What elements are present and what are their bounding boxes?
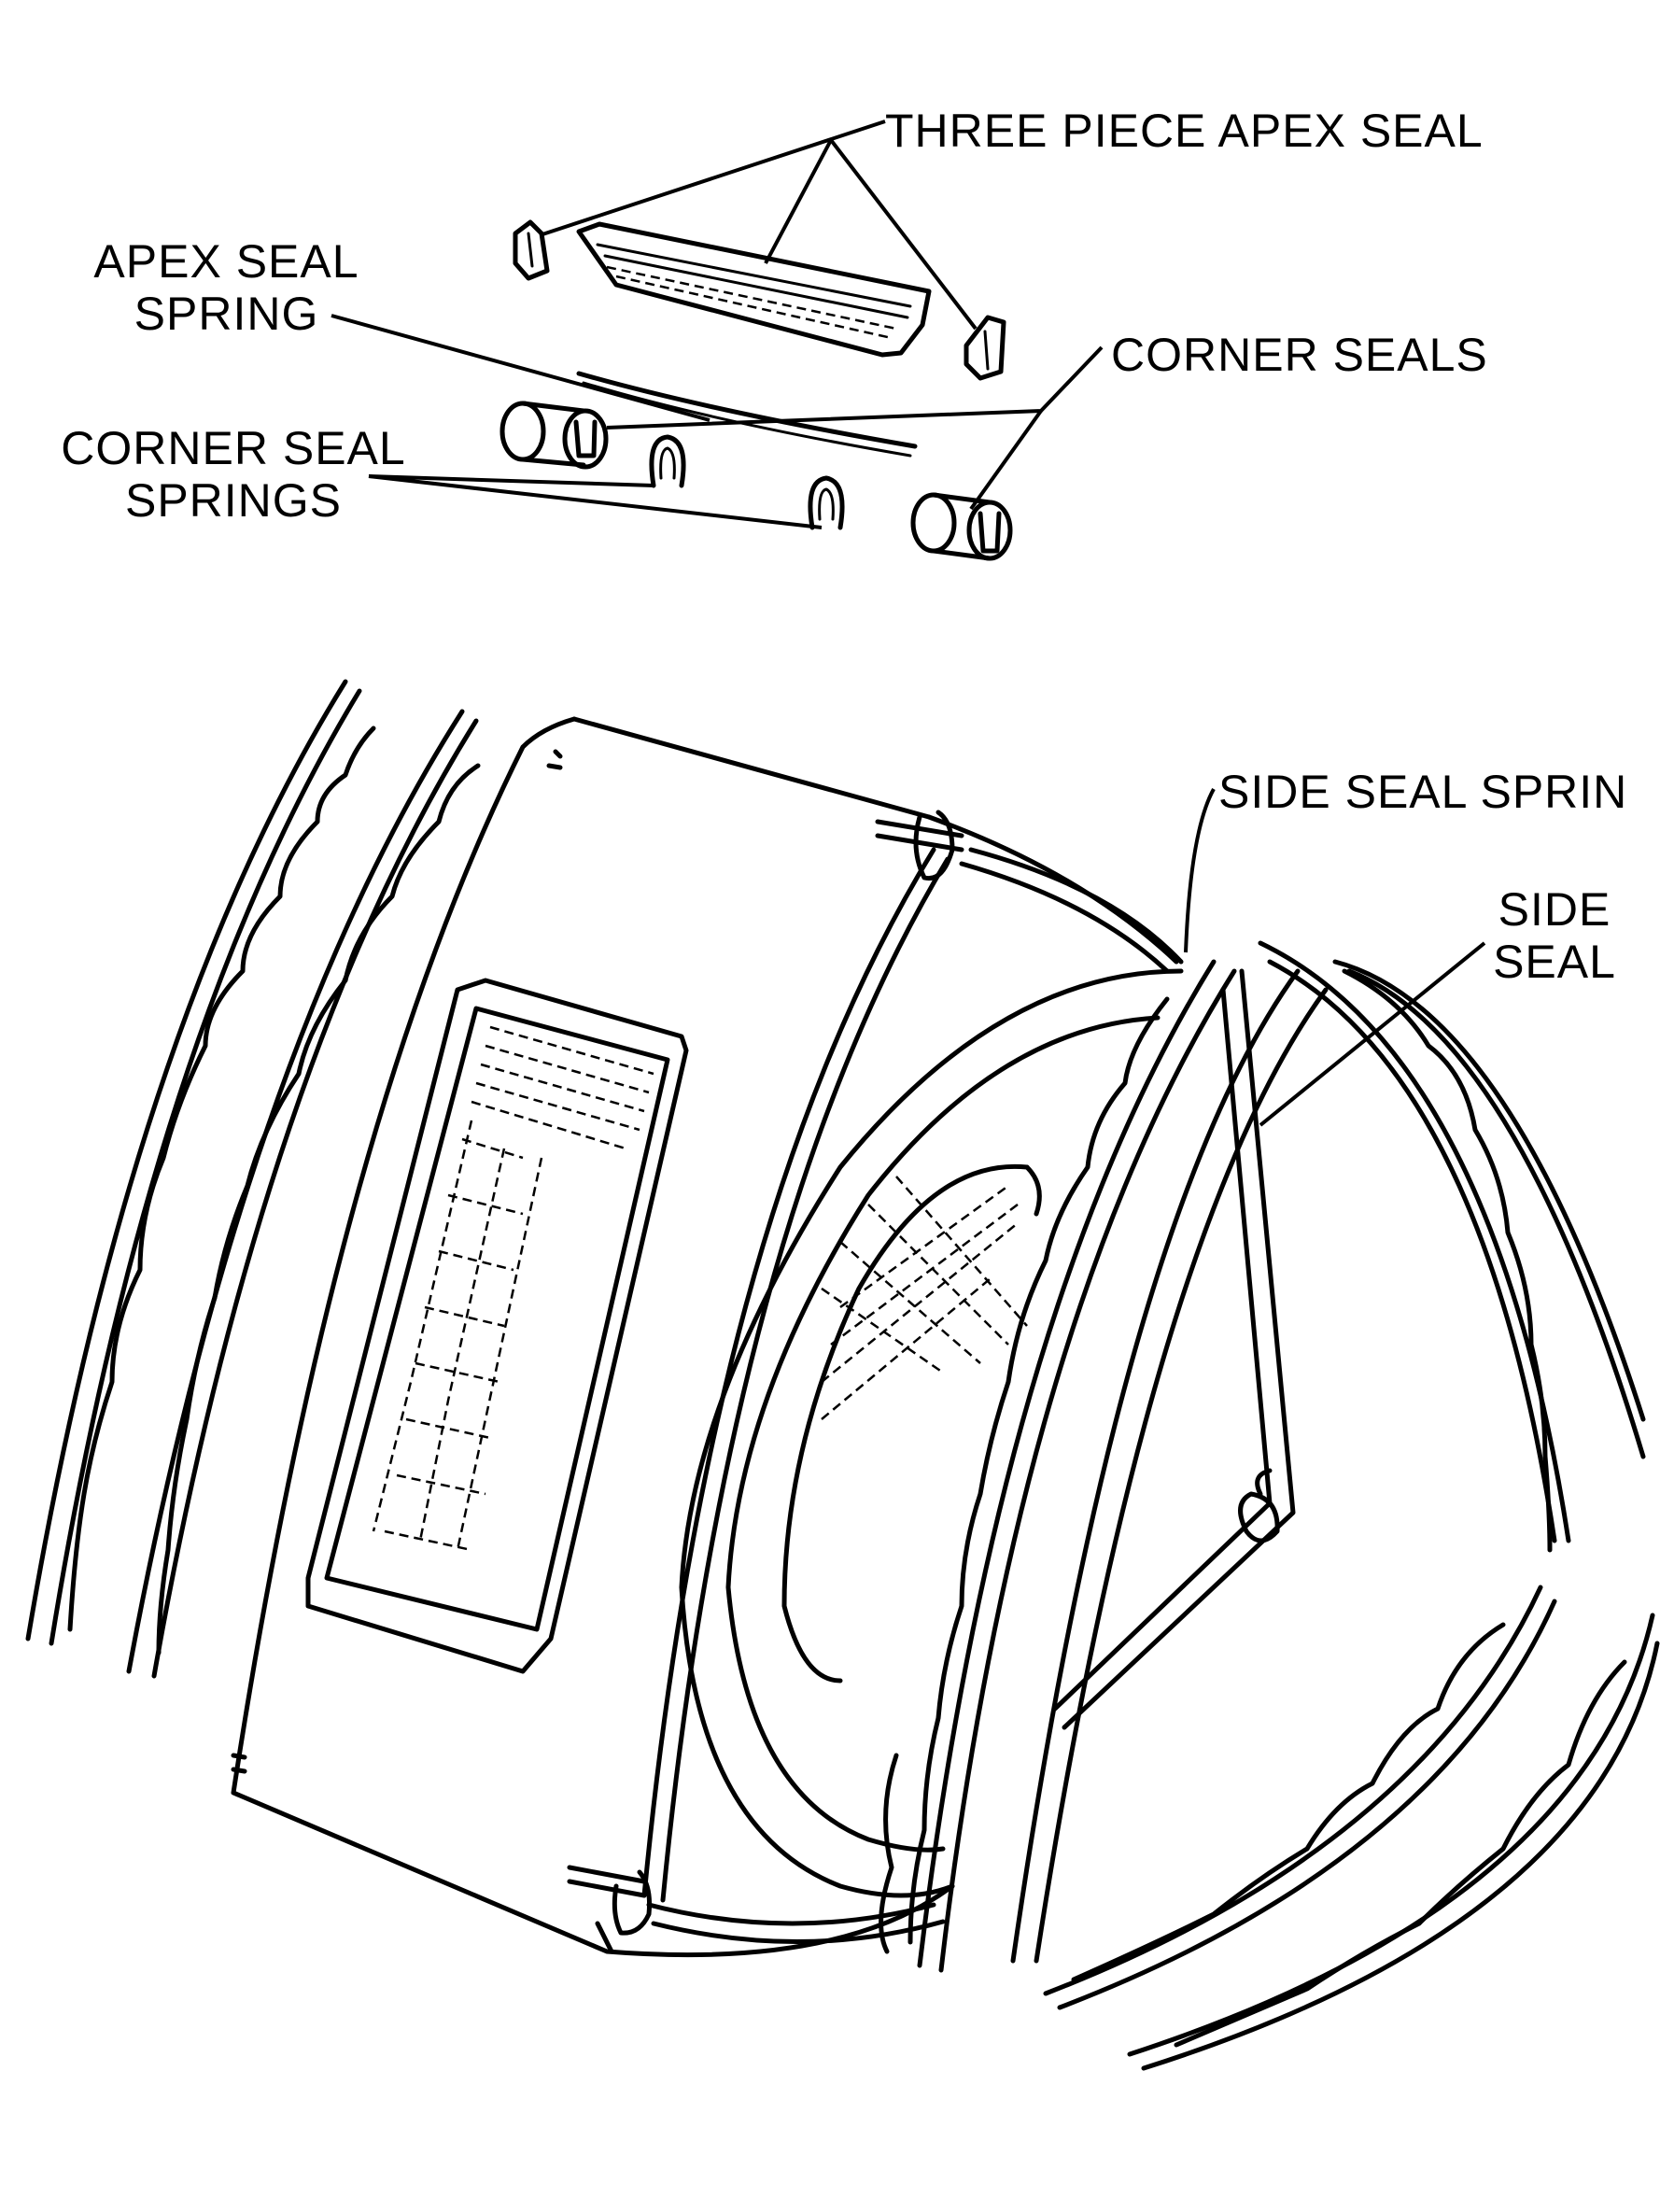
- right-side-seal-face: [1010, 968, 1329, 1964]
- left-side-seal-inner: [126, 709, 481, 1679]
- rotor-body: [231, 716, 1179, 1958]
- label-apex-seal-spring-line2: SPRING: [134, 288, 319, 340]
- left-side-seal-outer: [25, 679, 376, 1646]
- right-side-seal-near: [879, 959, 1237, 1973]
- label-corner-seal-springs: CORNER SEAL SPRINGS: [37, 422, 429, 527]
- bottom-side-seal-arcs: [1043, 1585, 1660, 2071]
- label-side-seal-line2: SEAL: [1493, 936, 1616, 988]
- right-side-seal-far: [1258, 940, 1646, 1553]
- label-apex-seal-spring: APEX SEAL SPRING: [65, 235, 387, 340]
- corner-seal-right: [910, 492, 1013, 561]
- corner-seal-spring-1: [649, 434, 686, 488]
- apex-seal-end-piece-left: [513, 219, 550, 281]
- apex-seal-spring-part: [576, 371, 918, 458]
- rotor-side-face: [641, 847, 1184, 1944]
- label-side-seal-line1: SIDE: [1498, 883, 1611, 936]
- corner-seal-left: [499, 401, 609, 470]
- label-corner-seal-springs-line1: CORNER SEAL: [61, 422, 406, 474]
- label-three-piece-apex-seal: THREE PIECE APEX SEAL: [885, 105, 1484, 157]
- label-corner-seal-springs-line2: SPRINGS: [124, 474, 343, 527]
- apex-seal-center-piece: [576, 221, 932, 358]
- leader-lines-bottom: [1184, 788, 1486, 1127]
- corner-seal-spring-2: [808, 475, 845, 530]
- label-side-seal: SIDE SEAL: [1484, 883, 1625, 988]
- rotor-bore: [781, 1163, 1042, 1684]
- combustion-recess: [305, 978, 689, 1674]
- label-apex-seal-spring-line1: APEX SEAL: [93, 235, 359, 288]
- label-corner-seals: CORNER SEALS: [1111, 329, 1488, 381]
- label-side-seal-spring: SIDE SEAL SPRIN: [1218, 766, 1628, 818]
- leader-lines-top: [331, 120, 1104, 529]
- apex-seal-end-piece-right: [964, 315, 1006, 381]
